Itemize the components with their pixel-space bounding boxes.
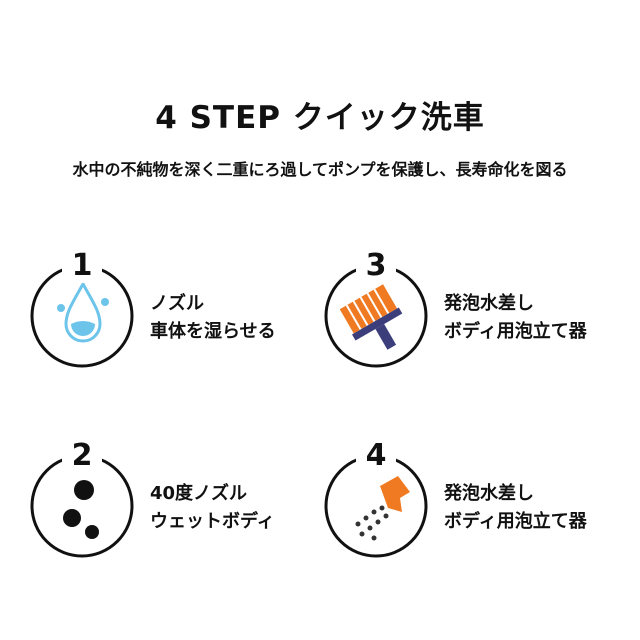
step-label: 40度ノズルウェットボディ — [150, 483, 275, 532]
step-number: 4 — [356, 438, 396, 473]
step-label: 発泡水差しボディ用泡立て器 — [444, 293, 587, 342]
step-4: 4 発泡水差しボディ用泡立て器 — [322, 438, 622, 572]
step-label: 発泡水差しボディ用泡立て器 — [444, 483, 587, 532]
subtitle: 水中の不純物を深く二重にろ過してポンプを保護し、長寿命化を図る — [72, 160, 568, 179]
step-2: 2 40度ノズルウェットボディ — [28, 438, 328, 572]
step-label: ノズル車体を湿らせる — [150, 293, 276, 342]
step-1: 1 ノズル車体を湿らせる — [28, 248, 328, 382]
step-3: 3 発泡水差しボディ用泡立て器 — [322, 248, 622, 382]
page-title: 4 STEP クイック洗車 — [155, 100, 485, 136]
step-number: 3 — [356, 248, 396, 283]
brush-icon — [324, 264, 428, 368]
step-number: 1 — [62, 248, 102, 283]
step-number: 2 — [62, 438, 102, 473]
shower-icon — [324, 454, 428, 558]
